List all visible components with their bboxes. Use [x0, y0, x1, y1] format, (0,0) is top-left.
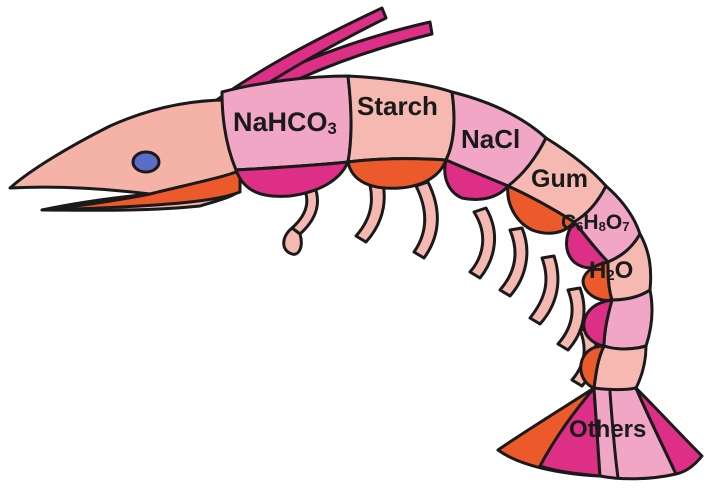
- water-h-sub: 2: [606, 268, 614, 284]
- citric-h-sub: 8: [599, 219, 606, 234]
- label-nahco3: NaHCO3: [233, 109, 337, 136]
- eye-icon: [133, 152, 159, 172]
- citric-o: O: [606, 211, 622, 234]
- leg-7: [558, 288, 584, 350]
- water-o: O: [615, 257, 634, 284]
- label-nacl: NaCl: [461, 126, 520, 152]
- leg-4: [470, 208, 495, 278]
- citric-c-sub: 6: [576, 219, 583, 234]
- label-starch: Starch: [357, 93, 438, 119]
- label-citric-acid: C6H8O7: [561, 212, 629, 233]
- label-nahco3-main: NaHCO: [233, 107, 328, 137]
- leg-6: [530, 256, 558, 324]
- leg-1b: [284, 228, 302, 254]
- label-gum: Gum: [531, 167, 588, 192]
- citric-o-sub: 7: [622, 219, 629, 234]
- segment-starch-belly: [348, 159, 446, 189]
- label-nahco3-sub: 3: [328, 119, 337, 138]
- leg-5: [500, 228, 527, 296]
- citric-h: H: [583, 211, 598, 234]
- label-water: H2O: [589, 259, 633, 283]
- citric-c: C: [561, 211, 576, 234]
- leg-3: [414, 182, 437, 258]
- label-others: Others: [569, 418, 646, 442]
- water-h: H: [589, 257, 606, 284]
